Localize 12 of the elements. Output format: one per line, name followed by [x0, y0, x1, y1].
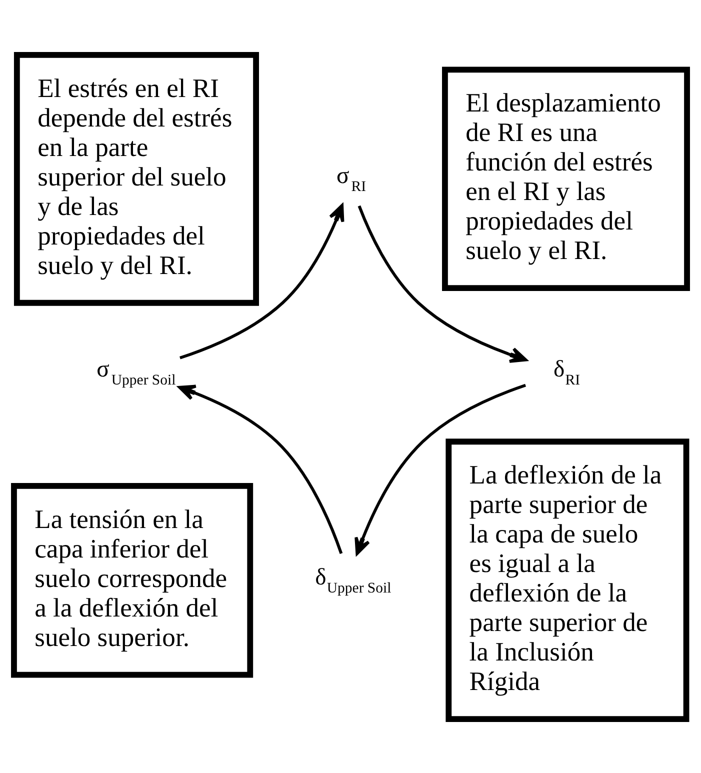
node-box: El estrés en el RI depende del estrés en la parte superior del suelo y de las propiedades del suelo y del RI.	[14, 51, 259, 306]
arrow	[354, 383, 526, 555]
node-box: El desplazamiento de RI es una función del estrés en el RI y las propiedades del suelo y el RI.	[442, 66, 690, 291]
node-text: σ$_{RI}$	[336, 162, 366, 195]
arrow	[178, 384, 343, 554]
node-box: La tensión en la capa inferior del suelo corresponde a la deflexión del suelo superior.	[11, 482, 254, 678]
node-box: La deflexión de la parte superior de la capa de suelo es igual a la deflexión de la parte superior de la Inclusión Rígida	[446, 438, 690, 722]
arrow	[358, 204, 528, 362]
node-text: δ$_{RI}$	[553, 356, 580, 388]
node-text: δ$_{Upper Soil}$	[315, 564, 392, 596]
node-text: σ$_{Upper Soil}$	[96, 356, 176, 388]
arrow	[180, 204, 344, 359]
